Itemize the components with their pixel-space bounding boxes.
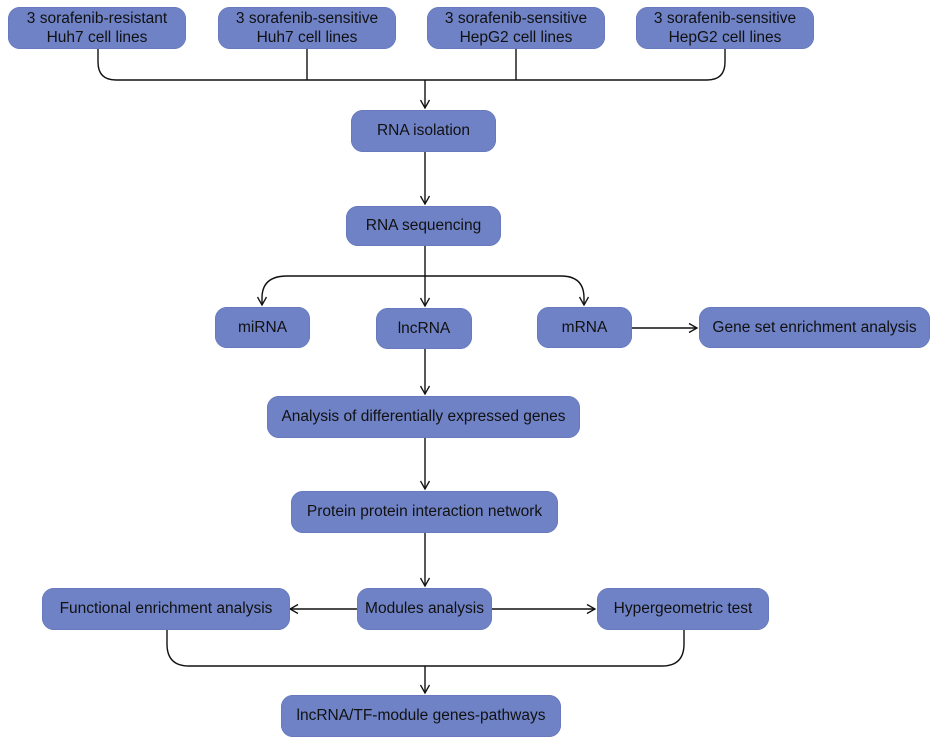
input-node-line2: Huh7 cell lines [256,29,358,46]
node-rna-sequencing: RNA sequencing [346,206,501,246]
input-node-line1: 3 sorafenib-sensitive [653,10,797,27]
node-lncrna: lncRNA [376,308,472,349]
node-modules-analysis: Modules analysis [357,588,492,630]
node-mrna: mRNA [537,307,632,348]
input-node-sensitive-hepg2-b: 3 sorafenib-sensitive HepG2 cell lines [636,7,814,49]
node-functional-enrichment: Functional enrichment analysis [42,588,290,630]
node-ppi-network: Protein protein interaction network [291,491,558,533]
input-node-line1: 3 sorafenib-sensitive [444,10,588,27]
input-node-line2: HepG2 cell lines [459,29,573,46]
node-rna-isolation: RNA isolation [351,110,496,152]
merge-connector-enrichment [166,630,685,667]
input-node-line1: 3 sorafenib-resistant [26,10,168,27]
input-node-line2: HepG2 cell lines [668,29,782,46]
node-differential-expression: Analysis of differentially expressed gen… [267,396,580,438]
arrow-sequencing-to-mrna [425,275,590,307]
node-gene-set-enrichment: Gene set enrichment analysis [699,307,930,348]
input-node-line2: Huh7 cell lines [46,29,148,46]
node-mirna: miRNA [215,307,310,348]
node-lncrna-tf-pathways: lncRNA/TF-module genes-pathways [281,695,561,737]
arrow-sequencing-to-mirna [256,275,425,307]
input-node-sensitive-huh7: 3 sorafenib-sensitive Huh7 cell lines [218,7,396,49]
input-node-line1: 3 sorafenib-sensitive [235,10,379,27]
input-node-sensitive-hepg2-a: 3 sorafenib-sensitive HepG2 cell lines [427,7,605,49]
merge-connector-inputs [97,49,726,81]
input-node-resistant-huh7: 3 sorafenib-resistant Huh7 cell lines [8,7,186,49]
node-hypergeometric-test: Hypergeometric test [597,588,769,630]
